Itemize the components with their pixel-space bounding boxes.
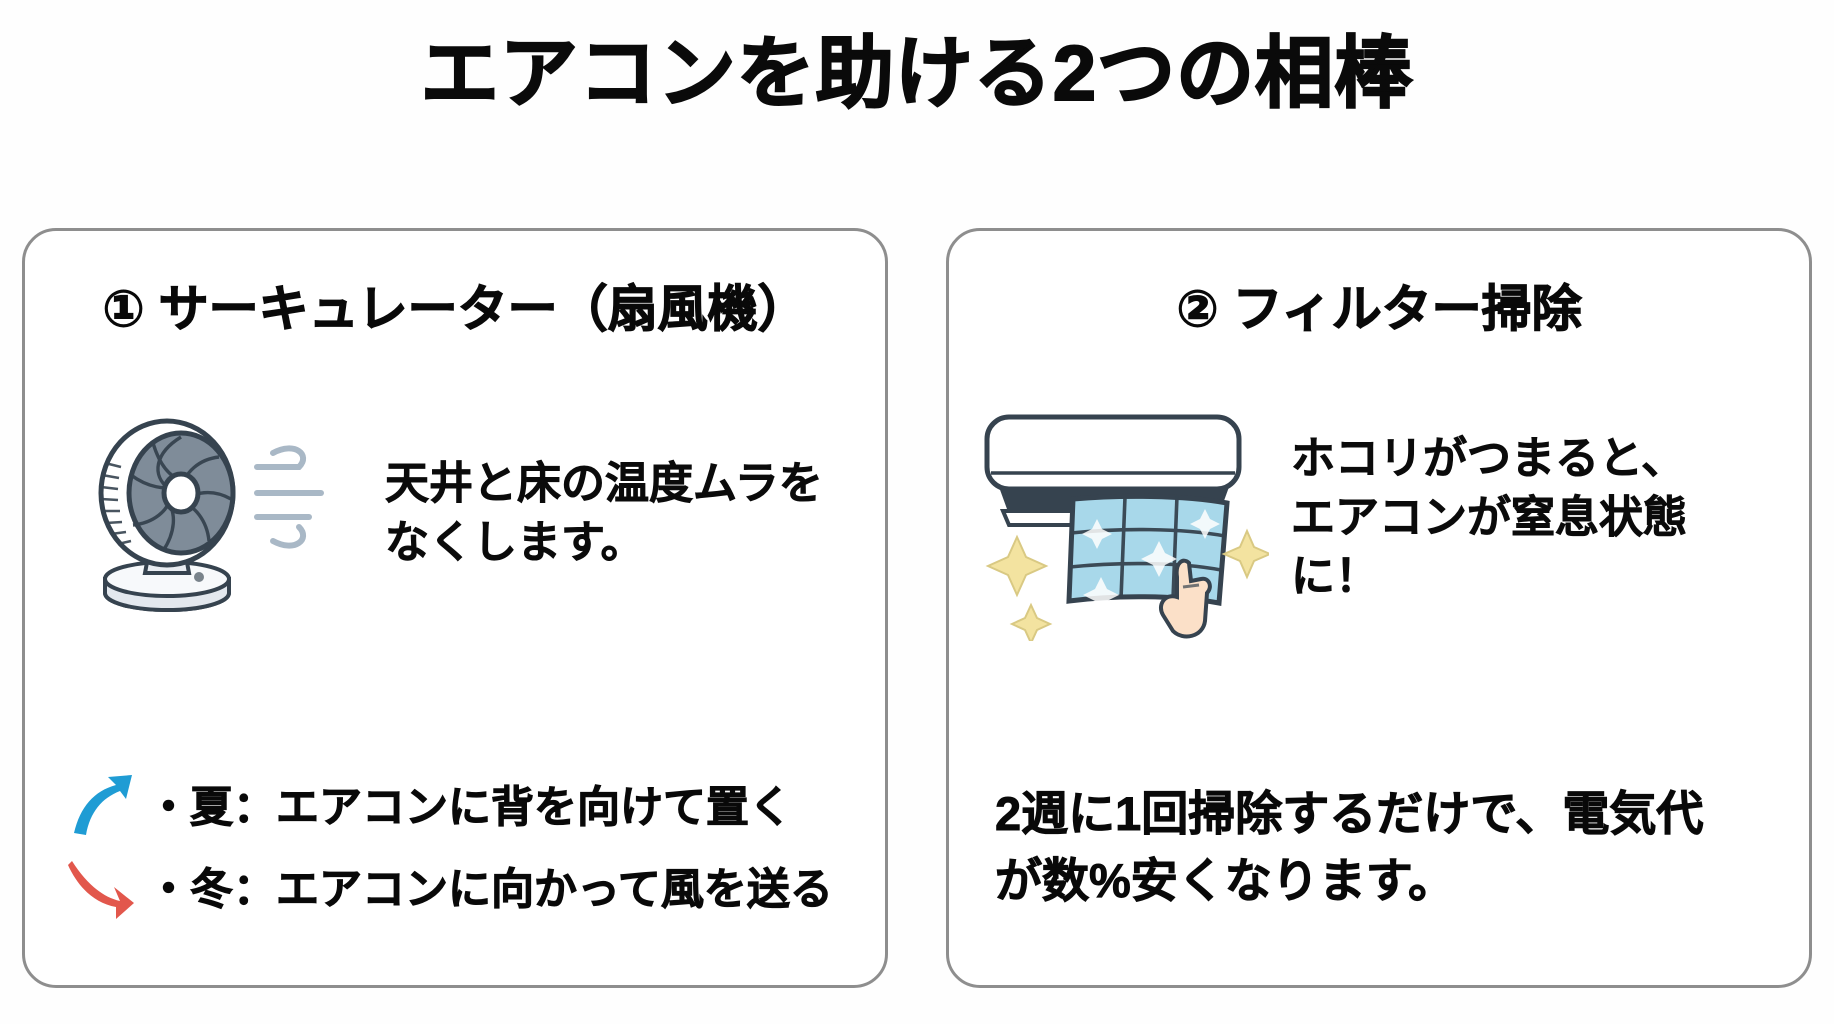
card-2-heading: ② フィルター掃除	[1176, 280, 1582, 337]
card-1-illustration-row: 天井と床の温度ムラを なくします。	[25, 401, 919, 626]
card-circulator: ① サーキュレーター（扇風機）	[22, 228, 888, 988]
card-1-bullet-list: ・夏：エアコンに背を向けて置く ・冬：エアコンに向かって風を送る	[55, 763, 875, 927]
card-2-footer-note: 2週に1回掃除するだけで、電気代 が数%安くなります。	[995, 786, 1704, 908]
bullet-winter-text: ・冬：エアコンに向かって風を送る	[147, 866, 834, 915]
card-1-heading: ① サーキュレーター（扇風機）	[102, 280, 808, 337]
card-2-body-text: ホコリがつまると、 エアコンが窒息状態 に！	[1291, 434, 1688, 602]
bullet-summer: ・夏：エアコンに背を向けて置く	[55, 763, 875, 845]
circulator-fan-icon	[59, 401, 359, 626]
cards-container: ① サーキュレーター（扇風機）	[22, 228, 1812, 988]
card-2-illustration-row: ホコリがつまると、 エアコンが窒息状態 に！	[949, 391, 1829, 646]
arrow-up-right-icon	[55, 763, 147, 845]
card-filter-cleaning: ② フィルター掃除	[946, 228, 1812, 988]
card-1-body-text: 天井と床の温度ムラを なくします。	[385, 458, 824, 567]
bullet-winter: ・冬：エアコンに向かって風を送る	[55, 845, 875, 927]
bullet-summer-text: ・夏：エアコンに背を向けて置く	[147, 784, 793, 833]
arrow-down-right-icon	[55, 845, 147, 927]
air-conditioner-filter-icon	[969, 391, 1273, 646]
page-title: エアコンを助ける2つの相棒	[420, 29, 1414, 117]
